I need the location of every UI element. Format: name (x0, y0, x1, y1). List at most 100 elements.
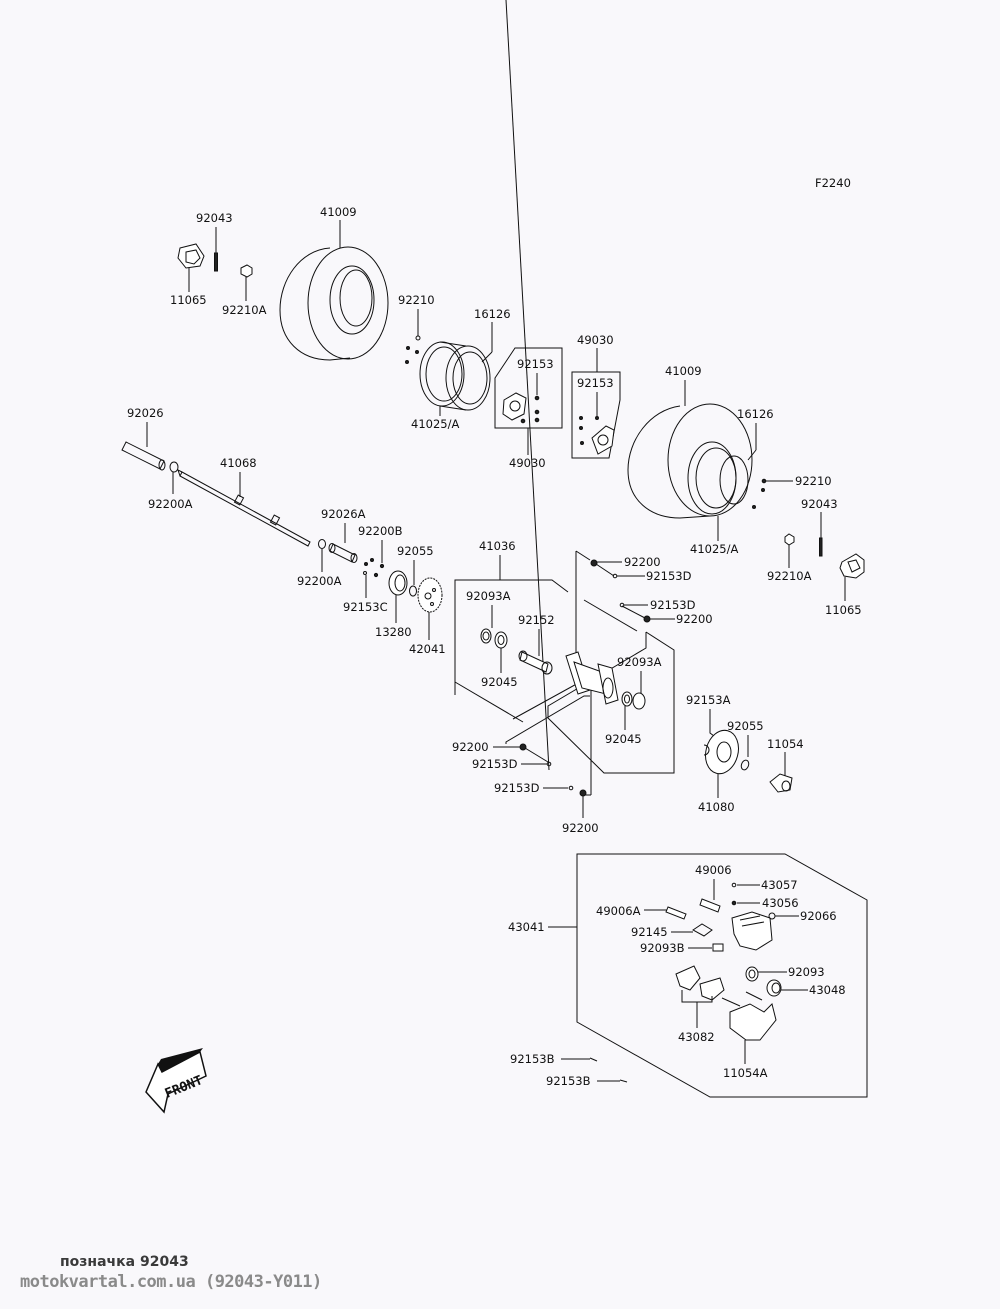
label-11065-left[interactable]: 11065 (170, 293, 207, 307)
label-92093B[interactable]: 92093B (640, 941, 685, 955)
tire-icon (279, 246, 389, 361)
label-92200A-right[interactable]: 92200A (297, 574, 342, 588)
nut-icon (519, 743, 527, 751)
label-92153D-top-b[interactable]: 92153D (650, 598, 696, 612)
label-13280[interactable]: 13280 (375, 625, 412, 639)
label-41080[interactable]: 41080 (698, 800, 735, 814)
label-41009-right[interactable]: 41009 (665, 364, 702, 378)
label-11054[interactable]: 11054 (767, 737, 804, 751)
label-92153B-b[interactable]: 92153B (546, 1074, 591, 1088)
label-92153C[interactable]: 92153C (343, 600, 388, 614)
bolts-nuts-icon (363, 558, 385, 578)
spacer-tube-icon (121, 441, 179, 473)
label-49006[interactable]: 49006 (695, 863, 732, 877)
label-92026[interactable]: 92026 (127, 406, 164, 420)
label-11065-right[interactable]: 11065 (825, 603, 862, 617)
bracket-icon (769, 773, 793, 793)
label-92200A-left[interactable]: 92200A (148, 497, 193, 511)
nut-icon (579, 789, 587, 797)
hub-icon (502, 392, 540, 424)
spring-clip-icon (692, 923, 713, 937)
label-92153A[interactable]: 92153A (686, 693, 731, 707)
bearing-icon (494, 631, 508, 649)
nut-icon (590, 559, 598, 567)
hub-cap-icon (839, 553, 865, 579)
bolt-icon (568, 785, 574, 791)
label-43048[interactable]: 43048 (809, 983, 846, 997)
label-92093A-right[interactable]: 92093A (617, 655, 662, 669)
caption-source: motokvartal.com.ua (92043-Y011) (20, 1272, 322, 1292)
label-92200-bottom-a[interactable]: 92200 (452, 740, 489, 754)
washer-icon (318, 539, 326, 549)
cotter-pin-icon (214, 252, 218, 272)
label-92200B[interactable]: 92200B (358, 524, 403, 538)
oil-seal-icon (480, 628, 492, 644)
label-42041[interactable]: 42041 (409, 642, 446, 656)
label-41036[interactable]: 41036 (479, 539, 516, 553)
sprocket-hub-icon (388, 570, 408, 596)
o-ring-icon (740, 759, 750, 771)
label-92153D-bottom-a[interactable]: 92153D (472, 757, 518, 771)
label-41068[interactable]: 41068 (220, 456, 257, 470)
label-92210-right[interactable]: 92210 (795, 474, 832, 488)
label-92026A[interactable]: 92026A (321, 507, 366, 521)
label-92153-box1[interactable]: 92153 (517, 357, 554, 371)
tire-icon (627, 403, 753, 519)
label-92153D-top-a[interactable]: 92153D (646, 569, 692, 583)
label-49030-top[interactable]: 49030 (577, 333, 614, 347)
label-92200-top-b[interactable]: 92200 (676, 612, 713, 626)
rim-icon (419, 341, 491, 411)
piston-icon (766, 979, 782, 997)
collar-icon (518, 650, 553, 675)
label-43082[interactable]: 43082 (678, 1030, 715, 1044)
label-41025A-left[interactable]: 41025/A (411, 417, 459, 431)
valve-icon (731, 900, 737, 906)
label-92200-top-a[interactable]: 92200 (624, 555, 661, 569)
label-43041[interactable]: 43041 (508, 920, 545, 934)
label-92043-left[interactable]: 92043 (196, 211, 233, 225)
label-41009-left[interactable]: 41009 (320, 205, 357, 219)
label-92093[interactable]: 92093 (788, 965, 825, 979)
label-92145[interactable]: 92145 (631, 925, 668, 939)
label-92210A-left[interactable]: 92210A (222, 303, 267, 317)
label-92055-right[interactable]: 92055 (727, 719, 764, 733)
o-ring-icon (409, 585, 417, 597)
label-92153D-bottom-b[interactable]: 92153D (494, 781, 540, 795)
bolt-icon (589, 1057, 598, 1062)
label-92153-box2[interactable]: 92153 (577, 376, 614, 390)
label-92152[interactable]: 92152 (518, 613, 555, 627)
label-92045-left[interactable]: 92045 (481, 675, 518, 689)
bleeder-bolt-icon (699, 898, 721, 913)
label-49030-bottom[interactable]: 49030 (509, 456, 546, 470)
cotter-pin-icon (819, 537, 823, 557)
bolt-icon (612, 573, 618, 579)
bolt-icon (619, 602, 625, 608)
label-92045-right[interactable]: 92045 (605, 732, 642, 746)
label-92210-left[interactable]: 92210 (398, 293, 435, 307)
label-92043-right[interactable]: 92043 (801, 497, 838, 511)
oil-seal-icon (632, 692, 646, 710)
label-43057[interactable]: 43057 (761, 878, 798, 892)
label-92055-left[interactable]: 92055 (397, 544, 434, 558)
label-49006A[interactable]: 49006A (596, 904, 641, 918)
caliper-icon (731, 911, 773, 951)
caliper-bracket-icon (721, 991, 777, 1041)
label-92153B-a[interactable]: 92153B (510, 1052, 555, 1066)
nut-icon (240, 264, 253, 278)
label-92200-bottom-b[interactable]: 92200 (562, 821, 599, 835)
label-11054A[interactable]: 11054A (723, 1066, 768, 1080)
diagram-code: F2240 (815, 176, 851, 190)
brake-pad-icon (675, 965, 725, 1001)
label-41025A-right[interactable]: 41025/A (690, 542, 738, 556)
label-92093A-left[interactable]: 92093A (466, 589, 511, 603)
label-92066[interactable]: 92066 (800, 909, 837, 923)
nuts-icon (405, 335, 421, 364)
bolt-icon (546, 761, 552, 767)
label-92210A-right[interactable]: 92210A (767, 569, 812, 583)
piston-seal-icon (745, 966, 759, 982)
label-43056[interactable]: 43056 (762, 896, 799, 910)
label-16126-right[interactable]: 16126 (737, 407, 774, 421)
label-16126-left[interactable]: 16126 (474, 307, 511, 321)
bearing-icon (621, 691, 633, 707)
